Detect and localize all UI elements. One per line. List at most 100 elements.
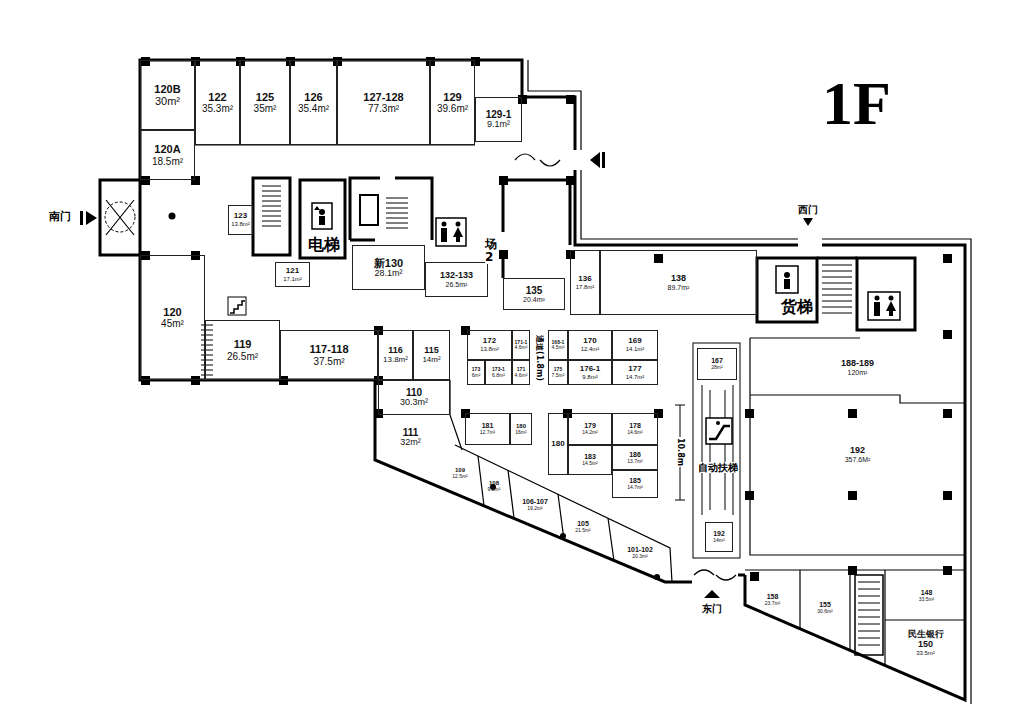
wall: [884, 570, 885, 666]
stair-steps: [262, 186, 281, 226]
outer-wall: [140, 60, 965, 700]
room-number: 180: [516, 423, 526, 430]
toilet-icon: [456, 222, 461, 227]
door-swing: [515, 154, 560, 166]
room-number: 185: [629, 477, 641, 485]
wall: [738, 574, 745, 577]
room-area: 20.4m²: [523, 296, 545, 304]
room: 1714.6m²: [512, 360, 530, 385]
room-area: 18.5m²: [152, 156, 183, 167]
plan-label: 场2: [485, 238, 497, 264]
room-number: 115: [424, 346, 439, 356]
freight-core: [757, 258, 915, 330]
room-number: 158: [767, 593, 779, 601]
room: 18016m²: [510, 413, 532, 445]
vestibule: [100, 180, 140, 255]
room: 11926.5m²: [205, 320, 280, 380]
elevator-icon: [314, 206, 320, 210]
room-number: 136: [578, 275, 591, 284]
room-number: 155: [819, 601, 831, 609]
room-number: 105: [577, 520, 589, 528]
elevator-icon: [319, 216, 325, 225]
toilet-room: [857, 258, 915, 330]
room: 168-14.5m²: [548, 330, 568, 360]
room: 176-19.8m²: [568, 360, 612, 385]
stair-steps: [201, 325, 213, 375]
room-area: 28.1m²: [374, 269, 402, 279]
room-area: 35.4m²: [298, 103, 329, 114]
wall: [140, 255, 375, 380]
plan-label: 电梯: [307, 236, 341, 254]
room-area: 16m²: [515, 430, 526, 436]
room-area: 26.5m²: [227, 351, 258, 362]
wall: [508, 470, 514, 518]
toilet-icon: [442, 222, 447, 227]
room: 17914.2m²: [568, 413, 612, 445]
core-wall: [350, 178, 432, 240]
room: 15823.7m²: [745, 580, 800, 620]
toilet-icon: [436, 218, 466, 246]
room: 11613.8m²: [378, 330, 413, 380]
toilet-icon: [889, 310, 893, 316]
stair-core: [253, 178, 345, 258]
escalator-icon: [709, 426, 730, 439]
room: 12117.1m²: [275, 262, 310, 287]
room-number: 183: [584, 453, 596, 461]
room-area: 37.5m²: [313, 356, 344, 367]
room-area: 12.5m²: [452, 474, 468, 480]
room-area: 20.3m²: [632, 554, 648, 560]
elevator-shaft: [757, 258, 817, 322]
room-number: 106-107: [522, 498, 548, 506]
room-area: 9.8m²: [488, 487, 501, 493]
toilet-icon: [456, 236, 460, 242]
room-number: 民生银行: [908, 630, 944, 640]
room: 18112.7m²: [465, 413, 510, 445]
room-number: 110: [406, 387, 422, 398]
room-area: 30m²: [155, 95, 180, 107]
room: 17814.6m²: [612, 413, 658, 445]
room: 180: [548, 413, 568, 475]
room: 18613.7m²: [612, 445, 658, 470]
room-area: 12.4m²: [581, 346, 600, 353]
room-number: 119: [234, 338, 252, 350]
room-area: 32m²: [400, 438, 421, 448]
room: 17714.7m²: [612, 360, 658, 385]
escalator-icon: [716, 421, 720, 425]
room: 12635.4m²: [290, 60, 337, 145]
toilet-icon: [441, 228, 447, 242]
room: 11030.3m²: [378, 380, 450, 415]
room: 16914.1m²: [612, 330, 658, 360]
room-number: 181: [482, 422, 494, 430]
elevator-icon: [312, 203, 332, 229]
wall: [750, 337, 860, 338]
south-door: [100, 180, 140, 255]
room-area: 30.3m²: [400, 398, 428, 408]
stair-steps: [822, 265, 852, 313]
column: [943, 254, 952, 263]
room-area: 14.2m²: [582, 430, 598, 436]
elevator-icon: [776, 266, 798, 293]
room: 17213.8m²: [467, 330, 512, 360]
stair-119: [201, 297, 246, 375]
room: 12235.3m²: [195, 60, 240, 145]
toilet-icon: [889, 296, 894, 301]
plan-label: 货梯: [780, 298, 814, 316]
room: 192357.6M²: [750, 395, 965, 515]
revolving-door: [105, 202, 135, 232]
room-number: 179: [584, 422, 596, 430]
room-area: 12.7m²: [480, 430, 496, 436]
room-number: 129-1: [486, 109, 512, 120]
room: 120A18.5m²: [140, 130, 195, 180]
room: 1736m²: [467, 360, 485, 385]
wall: [575, 170, 798, 245]
room: 127-12877.3m²: [337, 60, 430, 145]
room-number: 101-102: [627, 546, 653, 554]
room-area: 14m²: [713, 538, 724, 544]
room-area: 14.6m²: [627, 430, 643, 436]
column: [566, 176, 575, 185]
room-area: 14.7m²: [627, 485, 643, 491]
room-number: 111: [403, 427, 419, 438]
plan-label: 自动扶梯: [697, 462, 739, 473]
room: 13889.7m²: [600, 250, 757, 315]
